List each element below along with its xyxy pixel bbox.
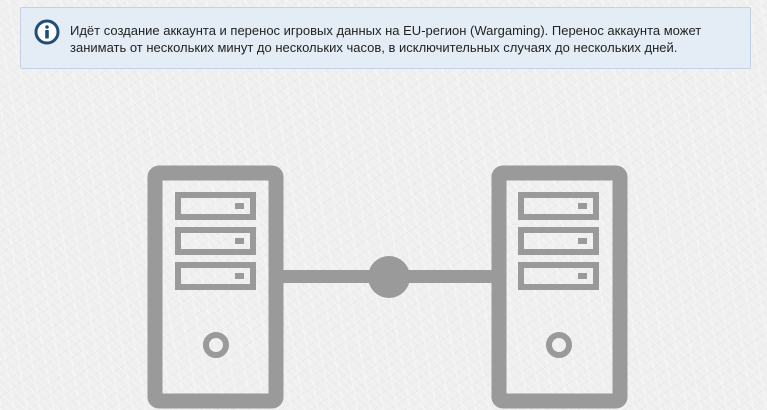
notice-text: Идёт создание аккаунта и перенос игровых… bbox=[70, 23, 702, 55]
info-notice: Идёт создание аккаунта и перенос игровых… bbox=[20, 7, 751, 69]
server-transfer-illustration bbox=[147, 165, 628, 409]
server-left-icon bbox=[147, 165, 284, 409]
server-right-icon bbox=[491, 165, 628, 409]
network-node-icon bbox=[368, 256, 410, 298]
info-icon bbox=[34, 19, 60, 45]
